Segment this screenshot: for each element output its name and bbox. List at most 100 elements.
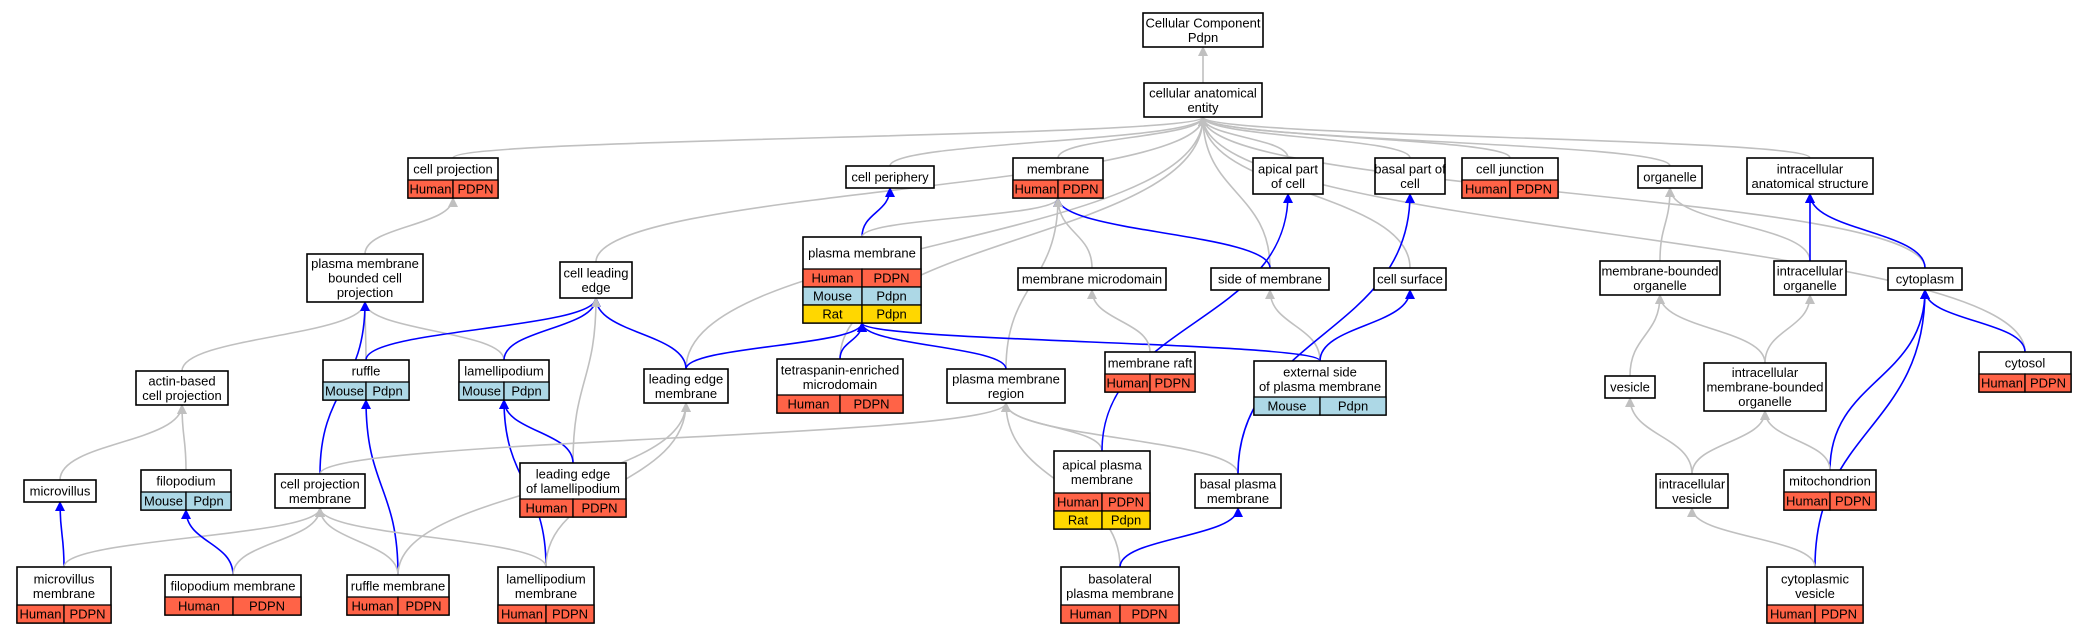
edge-is-a-membrane-to-cae — [1057, 116, 1208, 159]
edge-is-a-lamelli-to-pmbcp — [360, 301, 505, 361]
annotation-cell — [63, 604, 112, 624]
node-label: membrane — [515, 586, 577, 601]
node-label: microdomain — [803, 377, 877, 392]
edge-is-a-cperiph-to-cae — [889, 116, 1208, 167]
edge-is-a-bpm-to-pmr — [1001, 402, 1239, 475]
annotation-cell — [545, 604, 595, 624]
node-label: of lamellipodium — [526, 481, 620, 496]
node-label: cytoplasm — [1896, 272, 1955, 287]
node-frame — [1703, 362, 1827, 412]
gene-label: PDPN — [853, 397, 889, 412]
node-label: plasma membrane — [311, 256, 419, 271]
annotation-cell — [452, 179, 499, 199]
edge-is-a-espm-to-som — [1265, 289, 1321, 362]
species-label: Human — [20, 607, 62, 622]
node-label: basal part of — [1374, 161, 1446, 176]
node-som: side of membrane — [1210, 267, 1330, 291]
annotation-cell — [1101, 510, 1151, 530]
node-label: leading edge — [536, 466, 610, 481]
edge-is-a-microvillus-to-acp — [59, 404, 187, 481]
edge-is-a-som-to-cae — [1198, 116, 1271, 269]
edge-part-of-ruffle-to-cle — [365, 297, 601, 361]
node-label: cell junction — [1476, 162, 1544, 177]
species-label: Mouse — [325, 384, 364, 399]
species-label: Human — [501, 607, 543, 622]
edge-is-a-acp-to-pmbcp — [181, 301, 370, 372]
edge-part-of-mvm-to-microvillus — [55, 501, 66, 568]
species-label: Human — [1070, 607, 1112, 622]
node-label: microvillus — [30, 484, 91, 499]
node-label: Cellular Component — [1146, 15, 1261, 30]
edge-is-a-rm-to-cpm — [315, 507, 399, 576]
gene-label: PDPN — [873, 271, 909, 286]
node-label: cell — [1400, 176, 1420, 191]
node-label: of cell — [1271, 176, 1305, 191]
species-label: Human — [1107, 376, 1149, 391]
node-label: cytoplasmic — [1781, 571, 1849, 586]
node-label: vesicle — [1610, 380, 1650, 395]
node-label: vesicle — [1672, 491, 1712, 506]
edge-is-a-filo-to-acp — [177, 404, 188, 471]
species-label: Human — [410, 182, 452, 197]
edge-is-a-imbo-to-iorg — [1764, 294, 1815, 364]
node-frame — [306, 253, 424, 303]
node-label: basal plasma — [1200, 476, 1277, 491]
gene-label: PDPN — [1131, 607, 1167, 622]
node-frame — [946, 368, 1066, 404]
edge-part-of-bpm-to-basal — [1237, 193, 1415, 475]
species-label: Human — [1465, 182, 1507, 197]
node-frame — [643, 368, 729, 404]
node-label: external side — [1283, 364, 1357, 379]
node-label: side of membrane — [1218, 272, 1322, 287]
node-frame — [1655, 473, 1729, 509]
species-label: Rat — [822, 307, 843, 322]
edge-is-a-ivesicle-to-imbo — [1691, 410, 1770, 475]
node-mmicro: membrane microdomain — [1017, 267, 1167, 291]
edge-is-a-imbo-to-mbo — [1655, 294, 1766, 364]
node-label: apical plasma — [1062, 457, 1142, 472]
gene-label: PDPN — [581, 501, 617, 516]
species-label: Human — [1786, 494, 1828, 509]
node-label: cell projection — [280, 476, 360, 491]
node-label: membrane raft — [1108, 356, 1193, 371]
node-label: lamellipodium — [464, 364, 543, 379]
node-label: intracellular — [1659, 476, 1726, 491]
edge-is-a-mmicro-to-membrane — [1053, 197, 1093, 269]
node-label: of plasma membrane — [1259, 379, 1381, 394]
edge-is-a-basal-to-cae — [1198, 116, 1411, 159]
node-label: intracellular — [1777, 263, 1844, 278]
species-label: Mouse — [462, 384, 501, 399]
edge-is-a-vesicle-to-mbo — [1629, 294, 1665, 377]
edge-is-a-pm-to-membrane — [861, 197, 1063, 238]
gene-label: Pdpn — [1111, 513, 1141, 528]
node-label: membrane — [655, 386, 717, 401]
annotation-cell — [1829, 491, 1877, 511]
node-frame — [1017, 267, 1167, 291]
node-frame — [1887, 267, 1963, 291]
edge-part-of-pm-to-cperiph — [861, 187, 895, 238]
node-frame — [23, 479, 97, 503]
node-label: bounded cell — [328, 271, 402, 286]
node-frame — [1746, 157, 1874, 195]
edge-is-a-mraft-to-mmicro — [1087, 289, 1151, 353]
annotation-cell — [1814, 604, 1864, 624]
node-label: cell projection — [413, 162, 493, 177]
node-label: actin-based — [148, 373, 215, 388]
gene-label: PDPN — [1835, 494, 1871, 509]
node-frame — [1194, 473, 1282, 509]
species-label: Human — [526, 501, 568, 516]
node-label: membrane-bounded — [1706, 380, 1823, 395]
node-label: plasma membrane — [1066, 586, 1174, 601]
